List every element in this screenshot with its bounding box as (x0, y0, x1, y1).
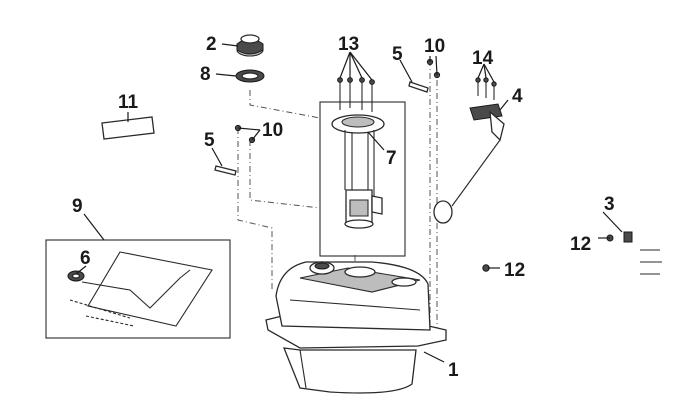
callout-5-right: 5 (392, 44, 403, 65)
callout-13: 13 (338, 34, 359, 55)
callout-3: 3 (604, 194, 615, 215)
callout-1: 1 (448, 360, 459, 381)
callout-6: 6 (80, 248, 91, 269)
callout-4: 4 (512, 86, 523, 107)
callout-11: 11 (118, 92, 139, 113)
callout-10-right: 10 (424, 36, 445, 57)
fuel-level-sender-part (433, 103, 505, 224)
leader-lines (75, 43, 623, 363)
callout-labels: 1 2 3 4 5 5 6 7 8 9 10 10 11 12 12 13 14 (72, 34, 615, 381)
callout-8: 8 (200, 64, 211, 85)
callout-14: 14 (472, 48, 494, 69)
callout-5-left: 5 (204, 130, 215, 151)
fuel-pump-assembly-part (319, 77, 406, 257)
cap-gasket-part (235, 69, 265, 83)
callout-9: 9 (72, 196, 83, 217)
callout-2: 2 (206, 34, 217, 55)
pin-right-part (408, 81, 429, 93)
callout-12-left: 12 (504, 260, 525, 281)
vent-kit-box-part (45, 239, 231, 339)
fuel-cap-part (236, 34, 264, 57)
callout-10-left: 10 (262, 120, 283, 141)
pin-left-part (214, 165, 237, 176)
fuel-tank-part (265, 261, 447, 394)
callout-7: 7 (386, 148, 397, 169)
bolt-right-part (426, 58, 441, 79)
callout-12-right: 12 (570, 234, 591, 255)
label-sticker-part (101, 116, 155, 140)
fuel-hose-part (482, 231, 662, 328)
